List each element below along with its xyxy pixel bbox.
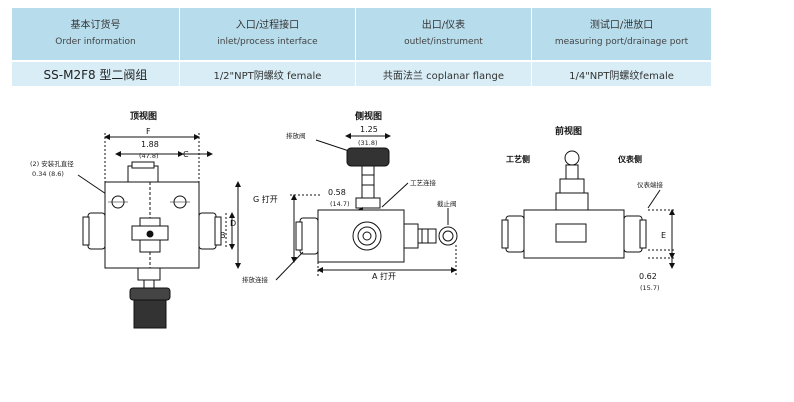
dim-058: 0.58 [328, 188, 346, 197]
process-conn-label: 工艺连接 [410, 178, 437, 187]
table-row: SS-M2F8 型二阀组 1/2"NPT阴螺纹 female 共面法兰 copl… [12, 60, 712, 86]
dim-c: C [183, 150, 189, 159]
cell-outlet: 共面法兰 coplanar flange [355, 60, 533, 86]
hole-label: (2) 安装孔直径 [30, 159, 74, 168]
dim-d: D [230, 219, 236, 228]
process-side-label: 工艺侧 [506, 154, 530, 164]
dim-125: 1.25 [360, 125, 378, 134]
dim-062-mm: (15.7) [640, 284, 660, 292]
front-view: 前视图 工艺侧 仪表侧 仪表端接 E 0.62 (15.7) [501, 125, 676, 292]
cell-model: SS-M2F8 型二阀组 [12, 60, 180, 86]
shutoff-label: 截止阀 [437, 199, 457, 208]
dim-e: E [661, 231, 666, 240]
dim-f: F [146, 127, 151, 136]
top-view-title: 顶视图 [130, 110, 157, 122]
dim-058-mm: (14.7) [330, 200, 350, 208]
cell-inlet: 1/2"NPT阴螺纹 female [179, 60, 356, 86]
dim-188: 1.88 [141, 140, 159, 149]
inst-conn-label: 仪表端接 [637, 180, 664, 189]
dim-062: 0.62 [639, 272, 657, 281]
dim-b: B [220, 231, 226, 240]
side-view: 侧视图 排放阀 1.25 (31.8) G 打开 0.58 (14.7) 工艺连… [242, 110, 458, 284]
vent-conn-label: 排放连接 [242, 275, 269, 284]
side-view-title: 侧视图 [355, 110, 382, 122]
hole-dim: 0.34 (8.6) [32, 170, 64, 178]
front-view-title: 前视图 [555, 125, 582, 137]
cell-port: 1/4"NPT阴螺纹female [531, 60, 712, 86]
dim-g: G 打开 [253, 194, 278, 204]
dim-188-mm: (47.8) [139, 152, 159, 160]
dim-a: A 打开 [372, 271, 396, 281]
vent-valve-label: 排放阀 [286, 131, 306, 140]
top-view: 顶视图 F 1.88 (47.8) C (2) 安装孔直径 0.34 (8.6) [30, 110, 241, 329]
inst-side-label: 仪表侧 [617, 154, 642, 164]
dim-125-mm: (31.8) [358, 139, 378, 147]
